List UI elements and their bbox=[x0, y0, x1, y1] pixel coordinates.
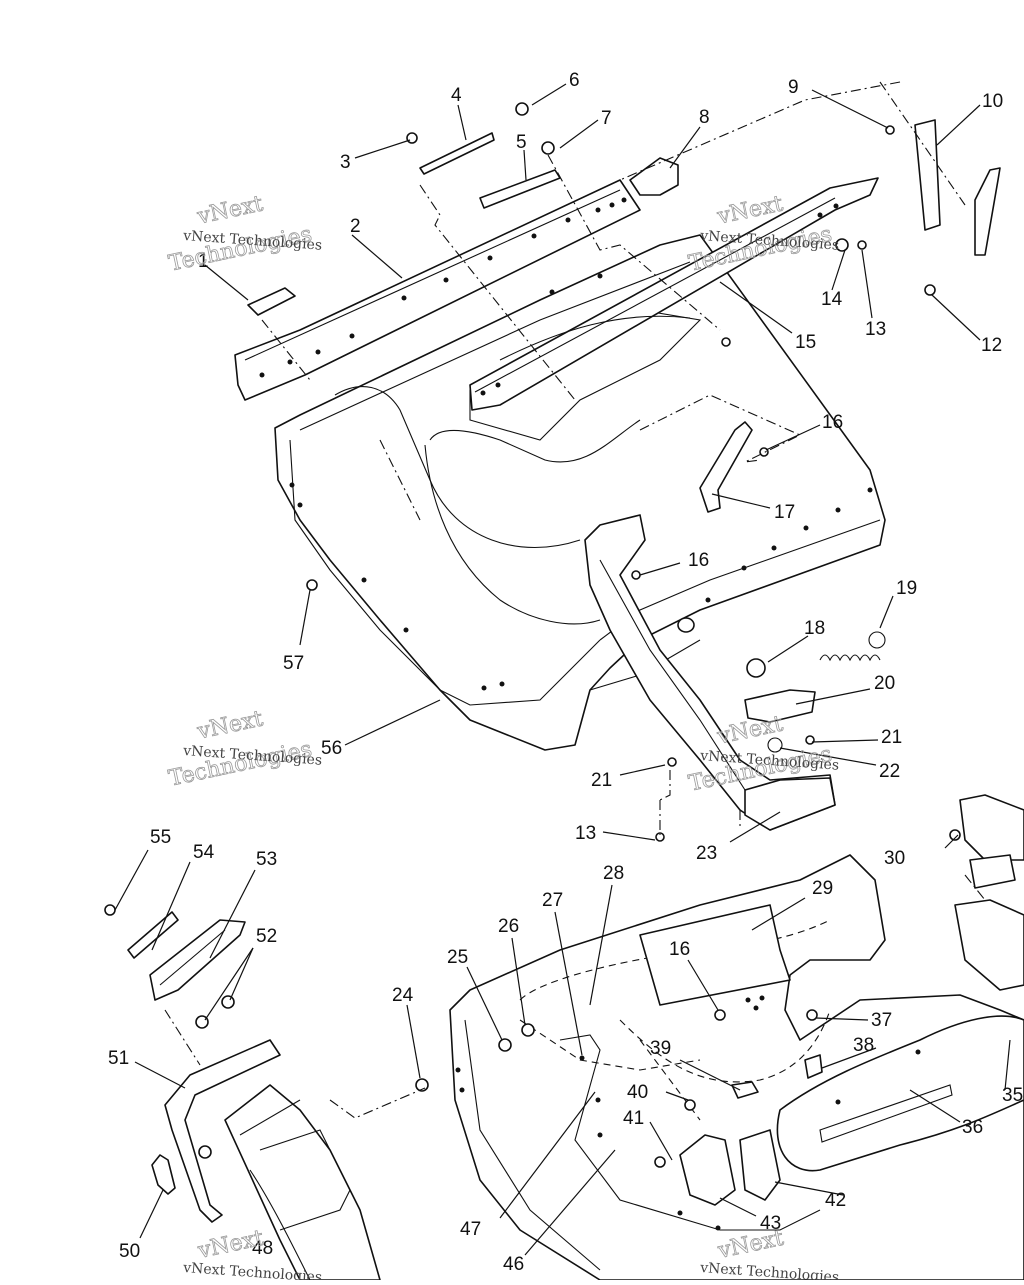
upper-body-assembly bbox=[234, 81, 1001, 842]
leader-lines bbox=[114, 83, 1011, 1256]
callout-38: 38 bbox=[853, 1035, 874, 1056]
callout-54: 54 bbox=[193, 842, 215, 863]
callout-43: 43 bbox=[760, 1213, 781, 1234]
spring-19 bbox=[819, 654, 881, 662]
callout-labels: 1 2 3 4 5 6 7 8 9 10 12 13 13 14 15 16 1… bbox=[108, 70, 1023, 1275]
floor-panel bbox=[274, 234, 886, 751]
callout-40: 40 bbox=[627, 1082, 648, 1103]
callout-13-lower: 13 bbox=[575, 823, 596, 844]
callout-52: 52 bbox=[256, 926, 277, 947]
callout-26: 26 bbox=[498, 916, 519, 937]
callout-14: 14 bbox=[821, 289, 843, 310]
svg-text:vNext: vNext bbox=[714, 711, 785, 749]
callout-10: 10 bbox=[982, 91, 1003, 112]
callout-57: 57 bbox=[283, 653, 304, 674]
callout-36: 36 bbox=[962, 1117, 983, 1138]
svg-text:vNext: vNext bbox=[194, 706, 265, 744]
callout-20: 20 bbox=[874, 673, 895, 694]
callout-1: 1 bbox=[198, 251, 209, 272]
callout-8: 8 bbox=[699, 107, 710, 128]
callout-17: 17 bbox=[774, 502, 795, 523]
callout-4: 4 bbox=[451, 85, 462, 106]
callout-22: 22 bbox=[879, 761, 900, 782]
bumper-frame bbox=[164, 1039, 281, 1223]
callout-9: 9 bbox=[788, 77, 799, 98]
plate-20 bbox=[744, 689, 816, 723]
callout-2: 2 bbox=[350, 216, 361, 237]
rail-holes bbox=[259, 197, 873, 691]
lower-dash-assembly bbox=[329, 794, 1024, 1281]
callout-39: 39 bbox=[650, 1038, 671, 1059]
callout-50: 50 bbox=[119, 1241, 140, 1262]
callout-37: 37 bbox=[871, 1010, 892, 1031]
callout-53: 53 bbox=[256, 849, 277, 870]
callout-27: 27 bbox=[542, 890, 563, 911]
callout-56: 56 bbox=[321, 738, 342, 759]
callout-3: 3 bbox=[340, 152, 351, 173]
callout-28: 28 bbox=[603, 863, 624, 884]
top-rail bbox=[234, 179, 641, 401]
callout-5: 5 bbox=[516, 132, 527, 153]
callout-46: 46 bbox=[503, 1254, 524, 1275]
callout-48: 48 bbox=[252, 1238, 273, 1259]
callout-16-b: 16 bbox=[688, 550, 709, 571]
callout-18: 18 bbox=[804, 618, 825, 639]
dash-panel bbox=[449, 854, 1024, 1281]
callout-16-c: 16 bbox=[669, 939, 690, 960]
callout-30: 30 bbox=[884, 848, 905, 869]
callout-21-left: 21 bbox=[591, 770, 612, 791]
callout-25: 25 bbox=[447, 947, 468, 968]
callout-51: 51 bbox=[108, 1048, 129, 1069]
callout-19: 19 bbox=[896, 578, 917, 599]
svg-text:vNext: vNext bbox=[194, 191, 265, 229]
callout-29: 29 bbox=[812, 878, 833, 899]
clip-1 bbox=[247, 287, 296, 316]
callout-41: 41 bbox=[623, 1108, 644, 1129]
callout-13-upper: 13 bbox=[865, 319, 886, 340]
callout-6: 6 bbox=[569, 70, 580, 91]
callout-21-right: 21 bbox=[881, 727, 902, 748]
callout-35: 35 bbox=[1002, 1085, 1023, 1106]
callout-15: 15 bbox=[795, 332, 816, 353]
side-rail bbox=[469, 177, 879, 411]
callout-16-a: 16 bbox=[822, 412, 843, 433]
bracket-17 bbox=[699, 421, 753, 513]
callout-47: 47 bbox=[460, 1219, 481, 1240]
callout-7: 7 bbox=[601, 108, 612, 129]
callout-55: 55 bbox=[150, 827, 171, 848]
callout-42: 42 bbox=[825, 1190, 846, 1211]
callout-23: 23 bbox=[696, 843, 717, 864]
callout-24: 24 bbox=[392, 985, 414, 1006]
callout-12: 12 bbox=[981, 335, 1002, 356]
